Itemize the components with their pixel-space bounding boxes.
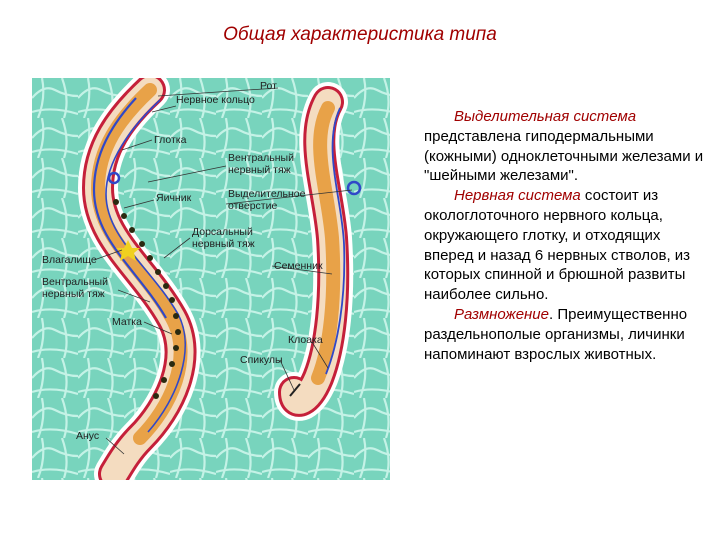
description-text: Выделительная система представлена гипод… [424,107,706,364]
excretory-system-paragraph: Выделительная система представлена гипод… [424,107,706,186]
female-worm [77,78,201,480]
nematode-illustration [32,78,390,480]
label-mouth: Рот [260,80,277,92]
slide-title: Общая характеристика типа [223,24,497,45]
reproduction-text: Преимущественно раздельнополые организмы… [424,305,688,363]
label-pharynx: Глотка [154,134,187,146]
label-dorsal-nerve-cord: Дорсальный нервный тяж [192,226,255,250]
label-ventral-nerve-cord-1: Вентральный нервный тяж [228,152,294,176]
nervous-system-term: Нервная система [454,187,581,205]
label-uterus: Матка [112,316,142,328]
label-spicules: Спикулы [240,354,283,366]
reproduction-term: Размножение [454,305,549,323]
reproduction-dot: . [548,305,554,323]
excretory-system-term: Выделительная система [454,108,637,125]
label-anus: Анус [76,430,100,442]
nervous-system-text: состоит из окологлоточного нервного коль… [424,187,691,304]
label-excretory-pore: Выделительное отверстие [228,188,306,212]
leader-lines [93,87,353,455]
reproduction-paragraph: Размножение. Преимущественно раздельнопо… [424,305,706,364]
label-nerve-ring: Нервное кольцо [176,94,255,106]
label-vagina: Влагалище [42,254,97,266]
label-testis: Семенник [274,260,323,272]
nervous-system-paragraph: Нервная система состоит из окологлоточно… [424,186,706,305]
excretory-system-text: представлена гиподермальными (кожными) о… [424,127,704,185]
male-worm [274,82,362,421]
label-cloaca: Клоака [288,334,323,346]
label-ovary: Яичник [156,192,192,204]
eggs [113,199,181,399]
nematode-diagram: Рот Нервное кольцо Глотка Вентральный не… [32,78,390,480]
vagina-marker [116,240,140,261]
label-ventral-nerve-cord-2: Вентральный нервный тяж [42,276,108,300]
